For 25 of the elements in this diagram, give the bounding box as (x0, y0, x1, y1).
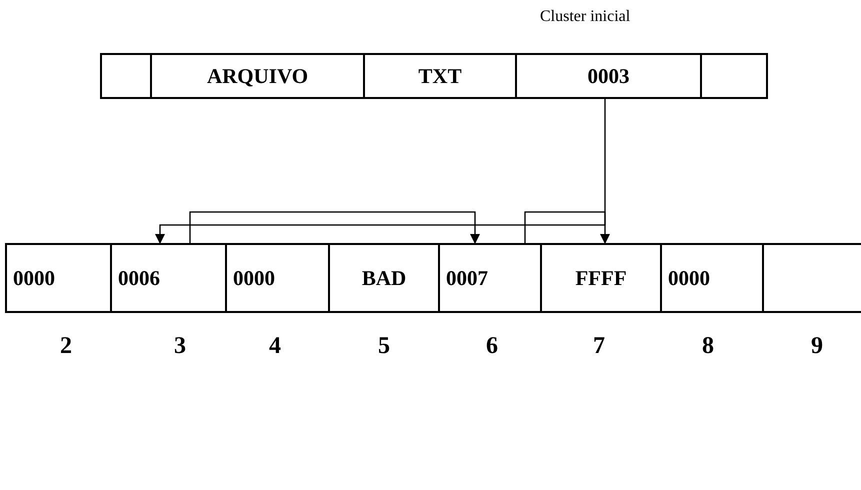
table-cell: 0003 (515, 53, 702, 99)
table-cell: 0006 (110, 243, 227, 313)
empty-cell (762, 243, 861, 313)
empty-cell (700, 53, 768, 99)
cluster-number: 4 (269, 333, 281, 360)
cluster-number: 7 (593, 333, 605, 360)
cluster-number: 3 (174, 333, 186, 360)
cluster-number: 8 (702, 333, 714, 360)
cluster-number: 2 (60, 333, 72, 360)
cluster-number: 9 (811, 333, 823, 360)
table-cell: ARQUIVO (150, 53, 365, 99)
table-cell: 0000 (5, 243, 112, 313)
table-cell: TXT (363, 53, 517, 99)
table-cell: FFFF (540, 243, 662, 313)
empty-cell (100, 53, 152, 99)
table-cell: BAD (328, 243, 440, 313)
table-cell: 0000 (225, 243, 330, 313)
caption: Cluster inicial (540, 8, 630, 26)
table-cell: 0000 (660, 243, 764, 313)
arrow (189, 211, 480, 244)
arrow (524, 211, 610, 244)
cluster-number: 5 (378, 333, 390, 360)
table-cell: 0007 (438, 243, 542, 313)
cluster-number: 6 (486, 333, 498, 360)
arrow (155, 99, 606, 244)
